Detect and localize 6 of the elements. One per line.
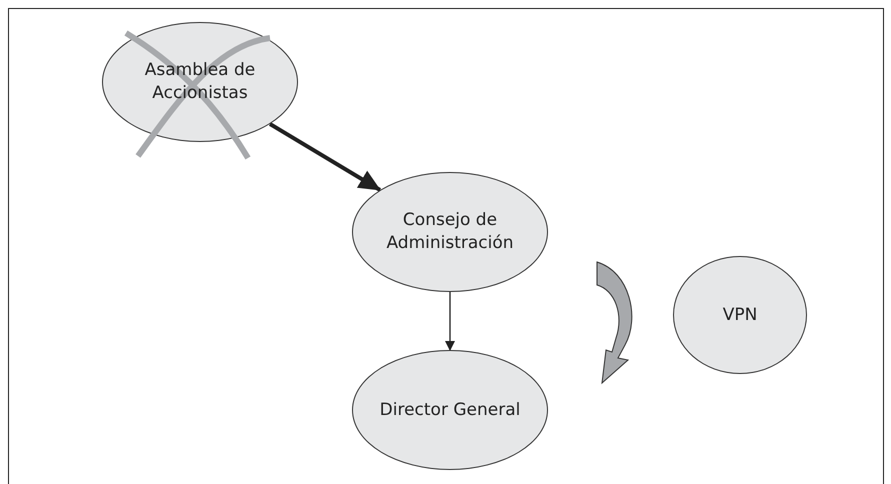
arrow [268,122,382,192]
arrow [445,292,455,351]
node-label: Director General [378,398,522,422]
node-label: Asamblea de Accionistas [144,59,256,105]
node-label: Consejo de Administración [385,209,515,255]
node-label: VPN [722,304,758,326]
